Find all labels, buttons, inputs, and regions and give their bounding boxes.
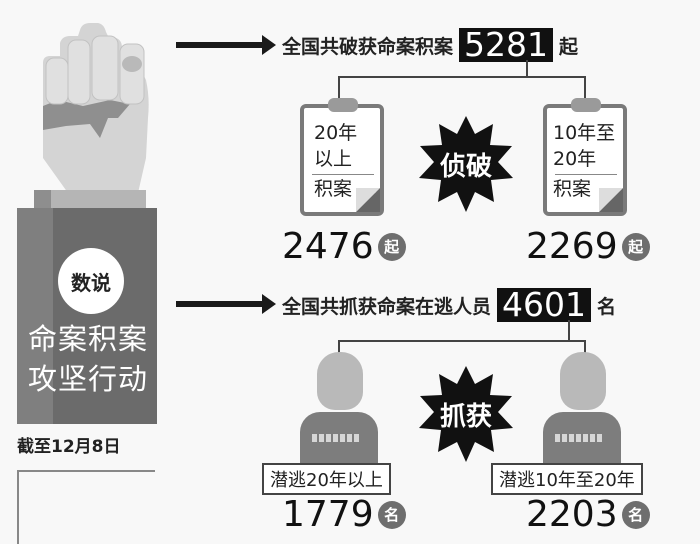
solved-stat-1: 2476 起	[282, 226, 406, 267]
as-of-date: 截至12月8日	[17, 437, 121, 457]
sidebar-title-line1: 命案积案	[27, 322, 148, 356]
captured-stat-2: 2203 名	[526, 494, 650, 535]
arrow-right-icon	[176, 294, 276, 314]
connector	[338, 76, 340, 106]
solved-center-label: 侦破	[439, 151, 492, 182]
person-icon	[300, 352, 380, 470]
stat-value: 2203	[526, 494, 618, 535]
sleeve-panel	[17, 208, 157, 424]
captured-label-2: 潜逃10年至20年	[491, 463, 643, 495]
clipboard-label: 以上	[314, 148, 353, 170]
clipboard-label: 积案	[553, 178, 592, 200]
divider	[17, 470, 19, 544]
stat-unit: 起	[377, 232, 406, 261]
starburst-icon: 侦破	[418, 116, 514, 212]
clipboard-label: 10年至	[553, 122, 616, 144]
clipboard-label: 20年	[314, 122, 358, 144]
raised-fist-icon	[43, 23, 149, 193]
badge-shushuo: 数说	[58, 248, 124, 314]
arrow-right-icon	[176, 35, 276, 55]
captured-headline-text: 全国共抓获命案在逃人员	[282, 295, 492, 318]
connector	[526, 60, 528, 77]
solved-stat-2: 2269 起	[526, 226, 650, 267]
sleeve-cuff	[34, 190, 146, 210]
connector	[568, 320, 570, 342]
captured-total-unit: 名	[597, 295, 617, 318]
captured-total: 4601	[497, 288, 591, 322]
solved-headline: 全国共破获命案积案 5281 起	[282, 28, 578, 62]
starburst-icon: 抓获	[418, 366, 514, 462]
clipboard-label: 积案	[314, 178, 353, 200]
clipboard-icon: 10年至 20年 积案	[543, 98, 627, 216]
divider	[17, 470, 155, 472]
stat-value: 2476	[282, 226, 374, 267]
person-icon	[543, 352, 623, 470]
sidebar-title-line2: 攻坚行动	[27, 362, 148, 396]
solved-total: 5281	[459, 28, 553, 62]
stat-unit: 起	[621, 232, 650, 261]
stat-unit: 名	[621, 500, 650, 529]
solved-headline-text: 全国共破获命案积案	[282, 35, 454, 58]
connector	[338, 76, 586, 78]
clipboard-label: 20年	[553, 148, 597, 170]
solved-total-unit: 起	[559, 35, 579, 58]
clipboard-icon: 20年 以上 积案	[300, 98, 384, 216]
stat-value: 2269	[526, 226, 618, 267]
stat-unit: 名	[377, 500, 406, 529]
connector	[584, 76, 586, 106]
captured-center-label: 抓获	[439, 401, 492, 432]
captured-stat-1: 1779 名	[282, 494, 406, 535]
stat-value: 1779	[282, 494, 374, 535]
captured-headline: 全国共抓获命案在逃人员 4601 名	[282, 288, 616, 322]
captured-label-1: 潜逃20年以上	[262, 463, 391, 495]
connector	[338, 340, 586, 342]
